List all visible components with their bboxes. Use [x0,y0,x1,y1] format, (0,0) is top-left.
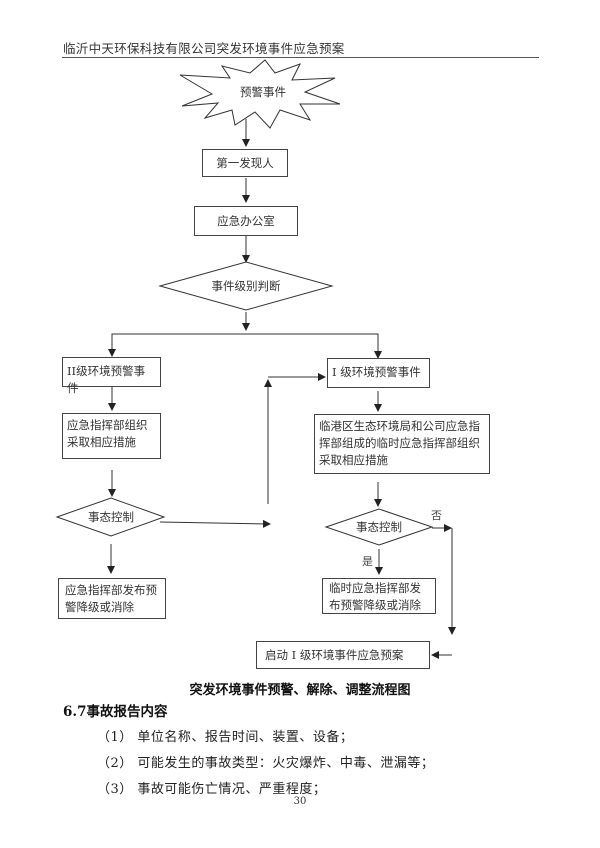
warning-event-burst [179,59,341,129]
level2-measures-box: 应急指挥部组织采取相应措施 [62,413,161,459]
level1-result-box: 临时应急指挥部发布预警降级或消除 [322,578,436,614]
document-header: 临沂中天环保科技有限公司突发环境事件应急预案 [63,41,345,56]
level1-measures-box: 临港区生态环境局和公司应急指挥部组成的临时应急指挥部组织采取相应措施 [314,414,490,474]
yes-label: 是 [362,555,373,568]
control-label-left: 事态控制 [88,510,134,524]
report-item: （2） 可能发生的事故类型：火灾爆炸、中毒、泄漏等； [97,756,435,771]
level-judgment-diamond [158,261,334,311]
section-heading: 6.7事故报告内容 [63,704,168,720]
report-item: （3） 事故可能伤亡情况、严重程度； [97,782,327,797]
report-item: （1） 单位名称、报告时间、装置、设备； [97,730,354,745]
page-number: 30 [293,796,307,807]
branch-connector [111,333,379,355]
level-judgment-label: 事件级别判断 [212,279,281,293]
escalate-plan-box: 启动 I 级环境事件应急预案 [256,641,430,669]
control-diamond-left [55,497,166,537]
level2-result-box: 应急指挥部发布预警降级或消除 [58,578,166,619]
figure-caption: 突发环境事件预警、解除、调整流程图 [189,683,411,698]
arrow-control-left-right [159,519,271,528]
first-finder-box: 第一发现人 [202,149,288,177]
warning-event-label: 预警事件 [240,85,286,99]
control-diamond-right [324,508,434,546]
level2-event-box: II级环境预警事件 [62,357,161,395]
no-label: 否 [431,509,442,522]
level1-event-box: I 级环境预警事件 [327,358,430,388]
header-divider [62,57,539,58]
emergency-office-box: 应急办公室 [194,206,298,236]
control-label-right: 事态控制 [356,520,402,534]
